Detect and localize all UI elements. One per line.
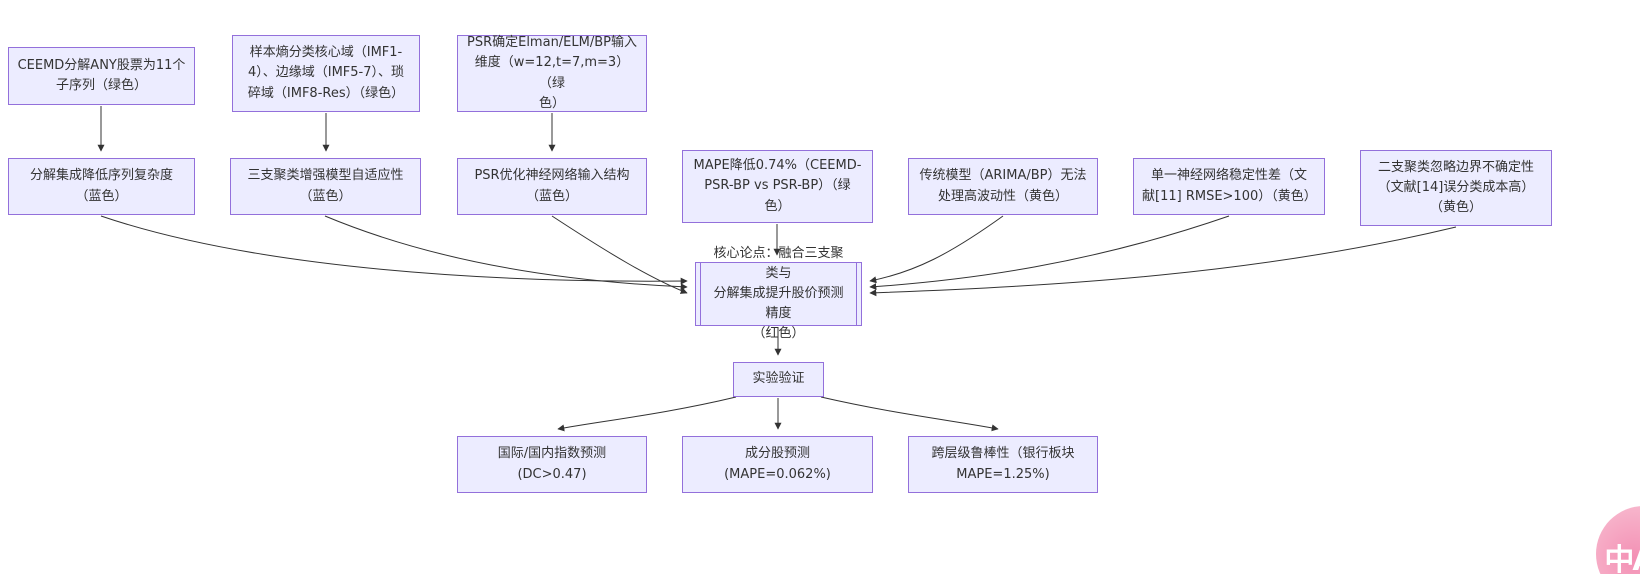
edge-validation-to-robustness <box>820 396 999 432</box>
edge-twoway-to-core <box>869 226 1457 297</box>
node-constituent-forecast: 成分股预测 (MAPE=0.062%) <box>682 436 873 493</box>
node-single-nn: 单一神经网络稳定性差（文 献[11] RMSE>100）（黄色） <box>1133 158 1325 215</box>
node-decomposition-benefit: 分解集成降低序列复杂度 （蓝色） <box>8 158 195 215</box>
node-traditional-model: 传统模型（ARIMA/BP）无法 处理高波动性（黄色） <box>908 158 1098 215</box>
node-two-way-cluster: 二支聚类忽略边界不确定性 （文献[14]误分类成本高） （黄色） <box>1360 150 1552 226</box>
node-core-thesis: 核心论点：融合三支聚类与 分解集成提升股价预测精度 （红色） <box>695 246 862 341</box>
edge-validation-to-index <box>557 396 737 432</box>
node-sample-entropy: 样本熵分类核心域（IMF1- 4）、边缘域（IMF5-7）、琐 碎域（IMF8-… <box>232 35 420 112</box>
node-robustness: 跨层级鲁棒性（银行板块 MAPE=1.25%) <box>908 436 1098 493</box>
node-mape-reduce: MAPE降低0.74%（CEEMD- PSR-BP vs PSR-BP）（绿 色… <box>682 150 873 223</box>
node-three-way-cluster: 三支聚类增强模型自适应性 （蓝色） <box>230 158 421 215</box>
translate-badge[interactable]: 中A <box>1596 506 1640 574</box>
node-experiment-validation: 实验验证 <box>733 362 824 397</box>
edge-singlenn-to-core <box>869 215 1230 291</box>
edge-traditional-to-core <box>869 215 1004 284</box>
node-psr-dimension: PSR确定Elman/ELM/BP输入 维度（w=12,t=7,m=3）（绿 色… <box>457 35 647 112</box>
edge-decomposition-to-core <box>100 215 688 285</box>
node-index-forecast: 国际/国内指数预测 (DC>0.47) <box>457 436 647 493</box>
edge-psropt-to-core <box>551 215 688 294</box>
edge-threeway-to-core <box>324 215 688 291</box>
node-ceemd-decomposition: CEEMD分解ANY股票为11个 子序列（绿色） <box>8 47 195 105</box>
node-psr-optimize: PSR优化神经网络输入结构 （蓝色） <box>457 158 647 215</box>
